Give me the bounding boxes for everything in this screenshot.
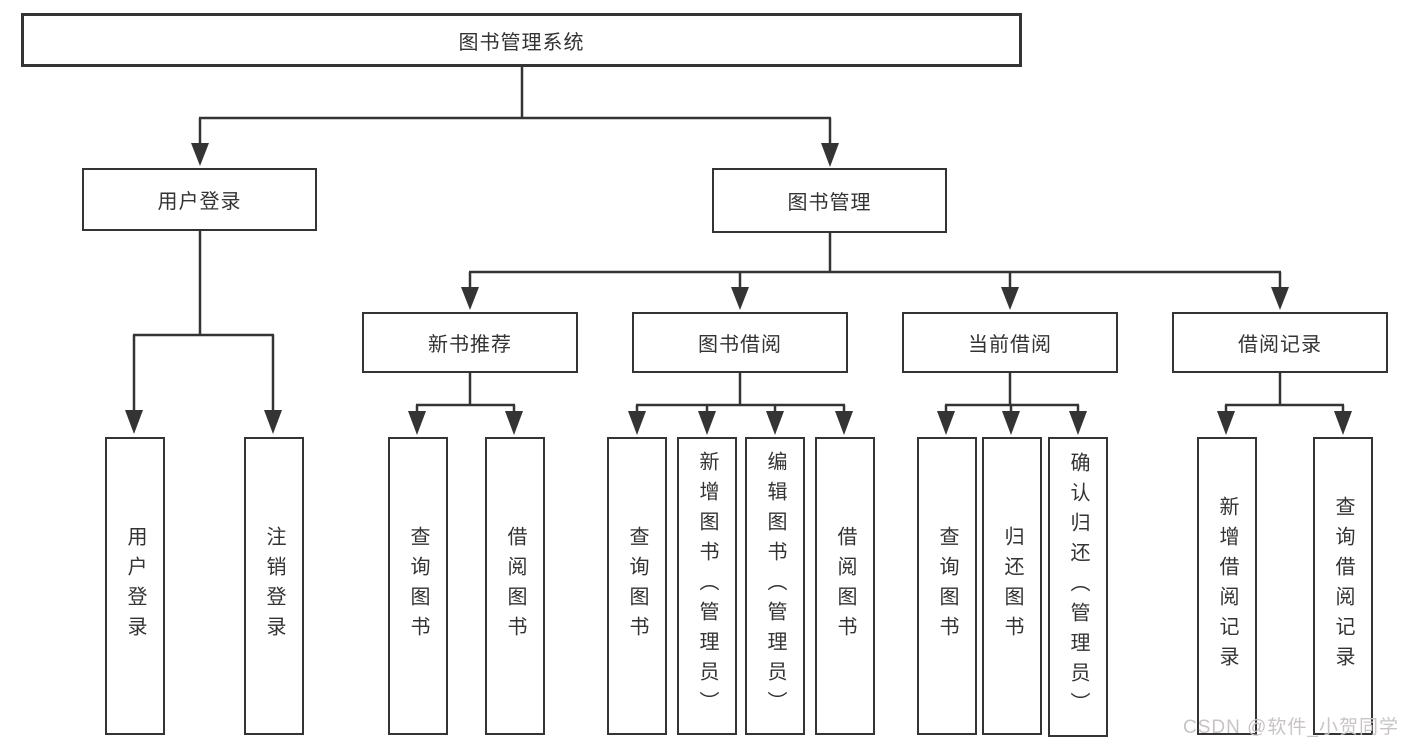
leaf-user-login: 用户登录: [105, 437, 165, 735]
node-root-system: 图书管理系统: [21, 13, 1022, 67]
leaf-query-books-2: 查询图书: [607, 437, 667, 735]
node-user-login: 用户登录: [82, 168, 317, 231]
leaf-edit-book-admin: 编辑图书（管理员）: [745, 437, 805, 735]
leaf-borrow-books-2: 借阅图书: [815, 437, 875, 735]
node-book-borrow: 图书借阅: [632, 312, 848, 373]
leaf-logout: 注销登录: [244, 437, 304, 735]
node-book-management: 图书管理: [712, 168, 947, 233]
watermark: CSDN @软件_小贺同学: [1183, 717, 1399, 738]
arrowhead-icons: [125, 143, 1352, 435]
leaf-borrow-books-1: 借阅图书: [485, 437, 545, 735]
leaf-query-books-1: 查询图书: [388, 437, 448, 735]
node-current-borrow: 当前借阅: [902, 312, 1118, 373]
node-new-book-recommend: 新书推荐: [362, 312, 578, 373]
node-borrow-records: 借阅记录: [1172, 312, 1388, 373]
leaf-return-book: 归还图书: [982, 437, 1042, 735]
leaf-query-books-3: 查询图书: [917, 437, 977, 735]
leaf-add-borrow-record: 新增借阅记录: [1197, 437, 1257, 735]
leaf-confirm-return-admin: 确认归还（管理员）: [1048, 437, 1108, 737]
leaf-add-book-admin: 新增图书（管理员）: [677, 437, 737, 735]
leaf-query-borrow-record: 查询借阅记录: [1313, 437, 1373, 735]
